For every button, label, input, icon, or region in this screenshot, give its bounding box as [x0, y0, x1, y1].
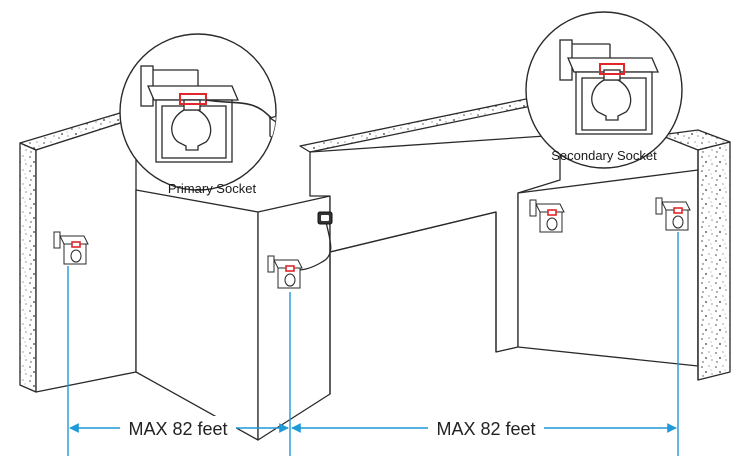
- secondary-socket-label: Secondary Socket: [551, 148, 657, 163]
- secondary-socket-marker: [599, 63, 625, 75]
- plug-adapter-icon: [268, 111, 276, 146]
- dimension-label-left: MAX 82 feet: [128, 419, 227, 439]
- doorway-top: [329, 211, 497, 352]
- wall-lamp-icon: [529, 199, 565, 233]
- wall-structure: [19, 93, 731, 441]
- primary-socket-marker: [179, 93, 207, 105]
- center-wall-front: [135, 189, 259, 441]
- primary-socket-label: Primary Socket: [168, 181, 257, 196]
- wall-lamp-icon: [655, 197, 691, 231]
- primary-socket-callout: Primary Socket: [119, 33, 277, 196]
- right-wall-end: [697, 141, 731, 381]
- left-wall-end: [19, 142, 37, 393]
- secondary-socket-callout: Secondary Socket: [525, 11, 683, 169]
- wall-lamp-icon: [53, 231, 89, 265]
- guide-lines: [67, 232, 679, 456]
- plug-adapter-icon: [317, 211, 333, 225]
- wall-lamp-icon: [267, 255, 303, 289]
- dimension-label-right: MAX 82 feet: [436, 419, 535, 439]
- power-cable: [297, 221, 332, 271]
- center-wall-side: [257, 195, 331, 441]
- right-wall-front: [517, 169, 699, 367]
